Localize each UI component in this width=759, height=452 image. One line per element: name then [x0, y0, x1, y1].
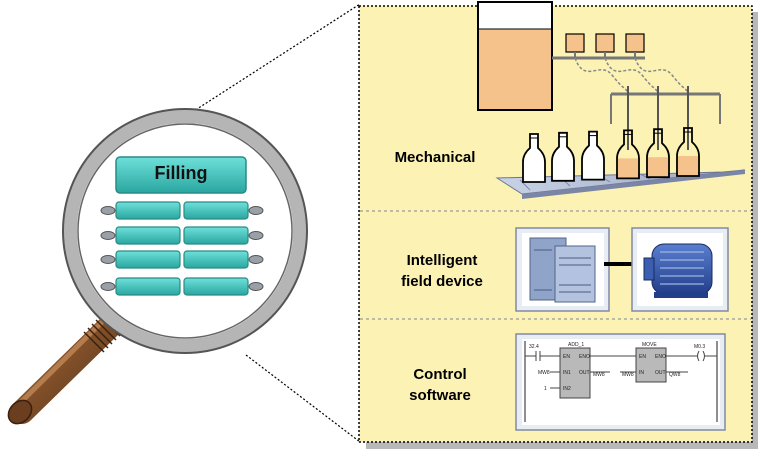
io-cell — [115, 250, 181, 269]
io-pin-right — [248, 282, 264, 291]
io-pin-right — [248, 206, 264, 215]
bottle-empty — [551, 131, 575, 182]
io-pin-right — [248, 231, 264, 240]
tank-liquid — [479, 29, 551, 109]
section-label-mechanical: Mechanical — [370, 147, 500, 168]
io-grid — [100, 201, 264, 296]
control-label-line2: software — [409, 387, 471, 404]
drive-unit-front — [554, 245, 596, 303]
io-cell — [183, 201, 249, 220]
pin-in: IN — [639, 370, 644, 376]
move-block — [635, 347, 667, 383]
filling-block — [115, 156, 247, 194]
mechanical-label: Mechanical — [394, 149, 476, 166]
pin-out-1: OUT — [579, 370, 590, 376]
io-cell — [115, 226, 181, 245]
io-cell — [183, 250, 249, 269]
intelligent-label-line2: field device — [401, 273, 483, 290]
section-label-control: Control software — [380, 364, 500, 406]
ladder-block2-title: MOVE — [642, 342, 657, 348]
add-block — [559, 347, 591, 399]
bottle-empty — [522, 133, 546, 183]
pump-3 — [625, 33, 645, 53]
pin-en-2: EN — [639, 354, 646, 360]
io-cell — [183, 277, 249, 296]
input-mw: MW8 — [538, 370, 550, 376]
pump-1 — [565, 33, 585, 53]
pin-en-1: EN — [563, 354, 570, 360]
io-cell — [115, 277, 181, 296]
ladder-texts: 32.4 M0.3 ADD_1 MOVE EN ENO IN1 OUT IN2 … — [529, 342, 705, 392]
io-pin-right — [248, 255, 264, 264]
right-out-label: QW8 — [669, 372, 681, 378]
filling-label: Filling — [154, 163, 208, 183]
pin-in1: IN1 — [563, 370, 571, 376]
mid-wire-label: MW8 — [622, 372, 634, 378]
bottle-filled — [646, 128, 670, 179]
io-pin-left — [100, 255, 116, 264]
ladder-block1-title: ADD_1 — [568, 342, 584, 348]
out-label: MW8 — [593, 372, 605, 378]
bottle-filled — [616, 129, 640, 180]
pin-in2: IN2 — [563, 386, 571, 392]
magnifier — [7, 108, 308, 425]
bottle-row — [522, 127, 700, 183]
ladder-coil-label: M0.3 — [694, 344, 705, 350]
pin-eno-2: ENO — [655, 354, 666, 360]
ladder-contact-label: 32.4 — [529, 344, 539, 350]
bottle-filled — [676, 127, 700, 177]
io-pin-left — [100, 282, 116, 291]
section-label-intelligent: Intelligent field device — [378, 250, 506, 292]
io-cell — [183, 226, 249, 245]
io-cell — [115, 201, 181, 220]
field-device — [515, 227, 729, 312]
control-label-line1: Control — [413, 366, 467, 383]
ladder-diagram — [515, 333, 726, 431]
pin-eno-1: ENO — [579, 354, 590, 360]
io-pin-left — [100, 231, 116, 240]
bottle-empty — [581, 130, 605, 181]
pump-2 — [595, 33, 615, 53]
intelligent-label-line1: Intelligent — [406, 252, 478, 269]
pin-out-2: OUT — [655, 370, 666, 376]
input-const: 1 — [544, 386, 547, 392]
magnifier-handle — [7, 314, 122, 425]
io-pin-left — [100, 206, 116, 215]
